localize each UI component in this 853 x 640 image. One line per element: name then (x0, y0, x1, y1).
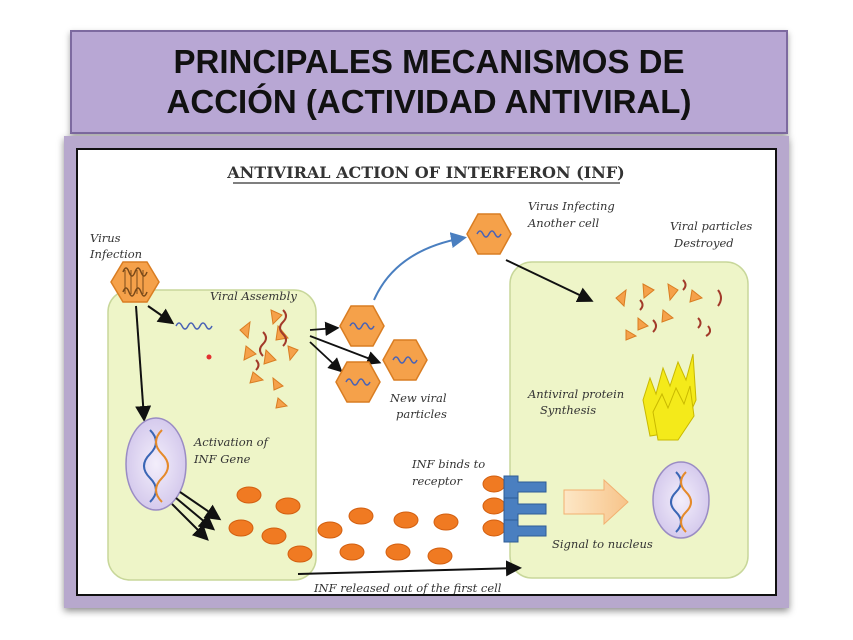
arrow-particle-3 (309, 341, 343, 373)
label-virus-infection-2: Infection (89, 247, 142, 261)
arrow-to-rna (147, 305, 175, 325)
red-dot (206, 354, 212, 360)
second-nucleus-icon (652, 461, 710, 539)
slide-title: PRINCIPALES MECANISMOS DE ACCIÓN (ACTIVI… (167, 42, 692, 122)
label-new-viral-2: particles (396, 407, 447, 421)
new-viral-particle-1 (339, 305, 385, 347)
slide-title-line2: ACCIÓN (ACTIVIDAD ANTIVIRAL) (166, 83, 692, 120)
arrow-infect-another-cell (373, 232, 467, 301)
signal-arrow-icon (563, 478, 629, 526)
label-viral-destroyed-2: Destroyed (673, 236, 734, 250)
label-inf-binds-1: INF binds to (411, 457, 485, 471)
viral-rna-icon (175, 322, 213, 330)
diagram-panel: ANTIVIRAL ACTION OF INTERFERON (INF) Vir… (76, 148, 777, 596)
label-new-viral-1: New viral (389, 391, 447, 405)
label-inf-released: INF released out of the first cell (313, 581, 502, 594)
diagram-heading: ANTIVIRAL ACTION OF INTERFERON (INF) (226, 163, 625, 182)
new-viral-particle-3 (335, 361, 381, 403)
arrow-to-nucleus (135, 305, 152, 422)
first-nucleus-icon (125, 417, 187, 511)
label-virus-infecting-1: Virus Infecting (528, 199, 615, 213)
label-signal-to-nucleus: Signal to nucleus (552, 537, 653, 551)
interferon-diagram: ANTIVIRAL ACTION OF INTERFERON (INF) Vir… (89, 163, 752, 595)
diagram-frame: ANTIVIRAL ACTION OF INTERFERON (INF) Vir… (64, 136, 789, 608)
label-inf-binds-2: receptor (412, 474, 463, 488)
arrow-inf-release-1 (179, 491, 222, 521)
arrow-inf-release-3 (171, 503, 209, 541)
new-viral-particle-2 (382, 339, 428, 381)
virus-infecting-another-cell-icon (466, 213, 512, 255)
arrow-particle-1 (309, 321, 340, 337)
slide-title-line1: PRINCIPALES MECANISMOS DE (173, 43, 685, 80)
arrow-inf-release-2 (175, 497, 216, 531)
label-antiviral-protein-1: Antiviral protein (527, 387, 624, 401)
infecting-virus-icon (110, 261, 160, 303)
label-antiviral-protein-2: Synthesis (540, 403, 596, 417)
label-activation-1: Activation of (193, 435, 270, 449)
label-virus-infection-1: Virus (90, 231, 121, 245)
antiviral-protein-icon (642, 353, 697, 441)
arrow-inf-released (297, 560, 522, 577)
label-viral-assembly: Viral Assembly (210, 289, 297, 303)
destroyed-fragments-icon (615, 283, 704, 341)
title-box: PRINCIPALES MECANISMOS DE ACCIÓN (ACTIVI… (70, 30, 788, 134)
receptors-icon (503, 475, 547, 543)
label-viral-destroyed-1: Viral particles (670, 219, 752, 233)
arrow-particle-2 (309, 335, 382, 365)
label-activation-2: INF Gene (193, 452, 251, 466)
arrow-into-second-cell (505, 259, 594, 303)
destroyed-rna-icon (639, 279, 722, 337)
label-virus-infecting-2: Another cell (527, 216, 600, 230)
viral-rna-fragments-icon (255, 309, 287, 371)
